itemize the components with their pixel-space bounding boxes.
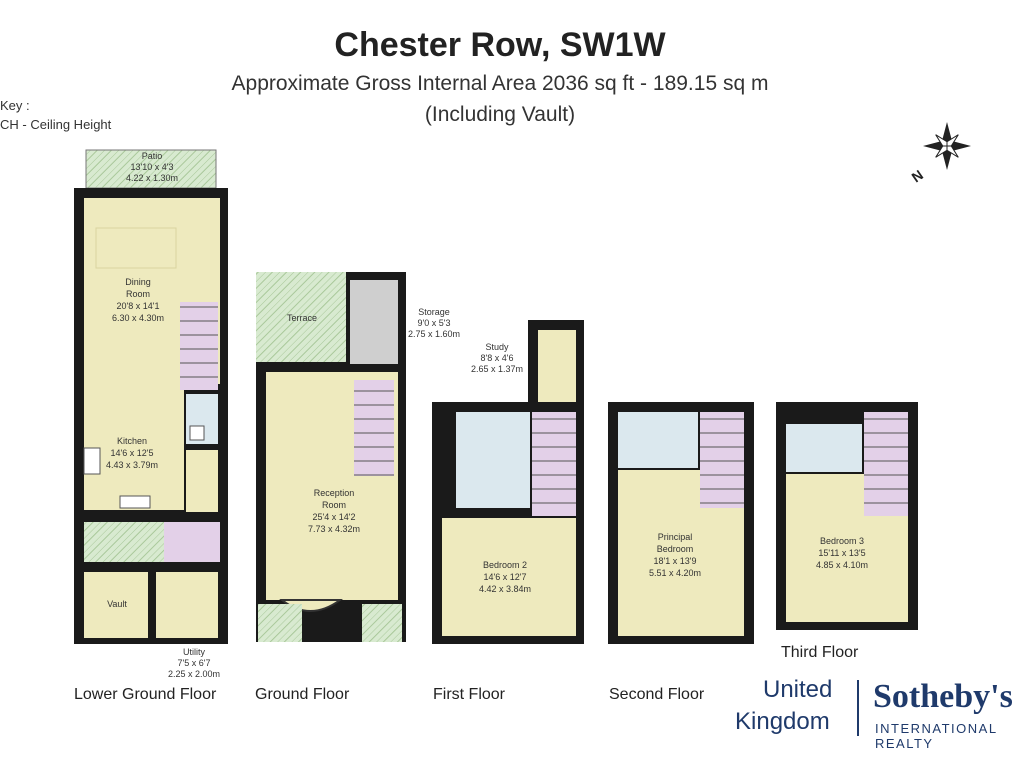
room-name: Study xyxy=(485,342,509,352)
key-item: CH - Ceiling Height xyxy=(0,117,112,132)
first-floor-plan: Study 8'8 x 4'6 2.65 x 1.37m Bedroom 2 1… xyxy=(432,320,584,644)
room-size: 25'4 x 14'2 xyxy=(313,512,356,522)
lower-ground-floor-plan: Patio 13'10 x 4'3 4.22 x 1.30m Dining Ro… xyxy=(74,149,228,679)
room-name: Terrace xyxy=(287,313,317,323)
compass-north-label: N xyxy=(909,167,926,186)
room-size: 4.85 x 4.10m xyxy=(816,560,868,570)
room-name: Storage xyxy=(418,307,450,317)
floor-label-third: Third Floor xyxy=(781,644,859,661)
room-name: Reception xyxy=(314,488,355,498)
room-name: Utility xyxy=(183,647,205,657)
area-subtitle: Approximate Gross Internal Area 2036 sq … xyxy=(231,72,769,95)
room-size: 20'8 x 14'1 xyxy=(117,301,160,311)
room-size: 8'8 x 4'6 xyxy=(481,353,514,363)
page-title: Chester Row, SW1W xyxy=(334,26,666,64)
room-name: Room xyxy=(126,289,150,299)
brand-line-united: United xyxy=(763,676,833,703)
room-name: Patio xyxy=(142,151,163,161)
compass-rose-icon xyxy=(923,122,971,170)
room-size: 13'10 x 4'3 xyxy=(131,162,174,172)
room-size: 4.43 x 3.79m xyxy=(106,460,158,470)
brand-divider xyxy=(857,680,859,736)
room-name: Bedroom 2 xyxy=(483,560,527,570)
room-size: 14'6 x 12'5 xyxy=(111,448,154,458)
brand-line-kingdom: Kingdom xyxy=(735,708,830,735)
room-size: 4.42 x 3.84m xyxy=(479,584,531,594)
room-size: 7.73 x 4.32m xyxy=(308,524,360,534)
room-name: Bedroom xyxy=(657,544,694,554)
room-size: 6.30 x 4.30m xyxy=(112,313,164,323)
room-size: 2.25 x 2.00m xyxy=(168,669,220,679)
room-size: 7'5 x 6'7 xyxy=(178,658,211,668)
room-size: 18'1 x 13'9 xyxy=(654,556,697,566)
room-size: 4.22 x 1.30m xyxy=(126,173,178,183)
floor-label-first: First Floor xyxy=(433,686,505,703)
room-size: 15'11 x 13'5 xyxy=(818,548,865,558)
brand-block: United Kingdom Sotheby's INTERNATIONAL R… xyxy=(735,676,1024,751)
floor-label-lower-ground: Lower Ground Floor xyxy=(74,686,217,703)
room-name: Kitchen xyxy=(117,436,147,446)
room-name: Room xyxy=(322,500,346,510)
ground-floor-plan: Terrace Storage 9'0 x 5'3 2.75 x 1.60m R… xyxy=(256,272,460,642)
room-size: 14'6 x 12'7 xyxy=(484,572,527,582)
sothebys-logo: Sotheby's xyxy=(873,678,1013,715)
floor-label-ground: Ground Floor xyxy=(255,686,350,703)
room-size: 2.65 x 1.37m xyxy=(471,364,523,374)
room-size: 2.75 x 1.60m xyxy=(408,329,460,339)
key-title: Key : xyxy=(0,98,30,113)
second-floor-plan: Principal Bedroom 18'1 x 13'9 5.51 x 4.2… xyxy=(608,402,754,644)
room-name: Dining xyxy=(125,277,151,287)
room-name: Vault xyxy=(107,599,127,609)
room-size: 5.51 x 4.20m xyxy=(649,568,701,578)
room-name: Bedroom 3 xyxy=(820,536,864,546)
room-size: 9'0 x 5'3 xyxy=(418,318,451,328)
room-name: Principal xyxy=(658,532,693,542)
third-floor-plan: Bedroom 3 15'11 x 13'5 4.85 x 4.10m xyxy=(776,402,918,630)
brand-tagline: INTERNATIONAL REALTY xyxy=(875,721,998,751)
area-subtitle-note: (Including Vault) xyxy=(424,103,576,126)
floor-label-second: Second Floor xyxy=(609,686,705,703)
